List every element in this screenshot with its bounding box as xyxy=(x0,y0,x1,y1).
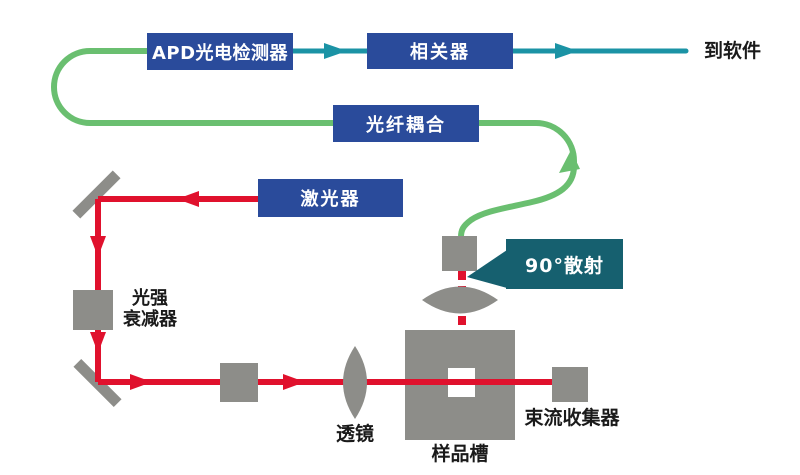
attenuator-label-line2: 衰减器 xyxy=(123,309,177,330)
sample-cell-label: 样品槽 xyxy=(431,443,489,465)
fiber-up-arrowhead xyxy=(559,150,580,173)
collection-lens-shape xyxy=(422,286,498,314)
attenuator-label-line1: 光强 xyxy=(132,288,168,309)
beam-dump-box xyxy=(552,367,588,402)
fiber-coupling-box: 光纤耦合 xyxy=(333,105,479,142)
fiber-path-apd-loop xyxy=(51,48,336,126)
beam-dump-label: 束流收集器 xyxy=(524,407,620,429)
attenuator-box xyxy=(73,290,113,330)
mirror-1 xyxy=(72,170,121,219)
fiber-coupler-head xyxy=(442,236,477,271)
callout-pointer xyxy=(467,250,507,288)
beam-arrow-left xyxy=(177,191,199,207)
beam-arrow-down-1 xyxy=(90,236,106,257)
lens-label: 透镜 xyxy=(335,423,374,445)
beam-arrow-right-1 xyxy=(130,374,152,390)
beam-arrow-down-2 xyxy=(90,332,106,353)
correlator-box: 相关器 xyxy=(367,33,513,69)
mirror-2 xyxy=(73,358,122,408)
signal-arrowhead-2 xyxy=(555,43,578,59)
fiber-path-head-to-coupling xyxy=(458,120,577,240)
to-software-label: 到软件 xyxy=(703,40,761,62)
scatter-angle-callout: 90°散射 xyxy=(506,239,623,289)
beam-arrow-right-2 xyxy=(283,374,305,390)
laser-box: 激光器 xyxy=(258,179,403,217)
apd-detector-box: APD光电检测器 xyxy=(147,33,293,70)
attenuator-label: 光强 衰减器 xyxy=(116,288,184,330)
shutter-box xyxy=(220,363,258,402)
focusing-lens-shape xyxy=(343,346,367,419)
signal-arrowhead-1 xyxy=(324,43,347,59)
